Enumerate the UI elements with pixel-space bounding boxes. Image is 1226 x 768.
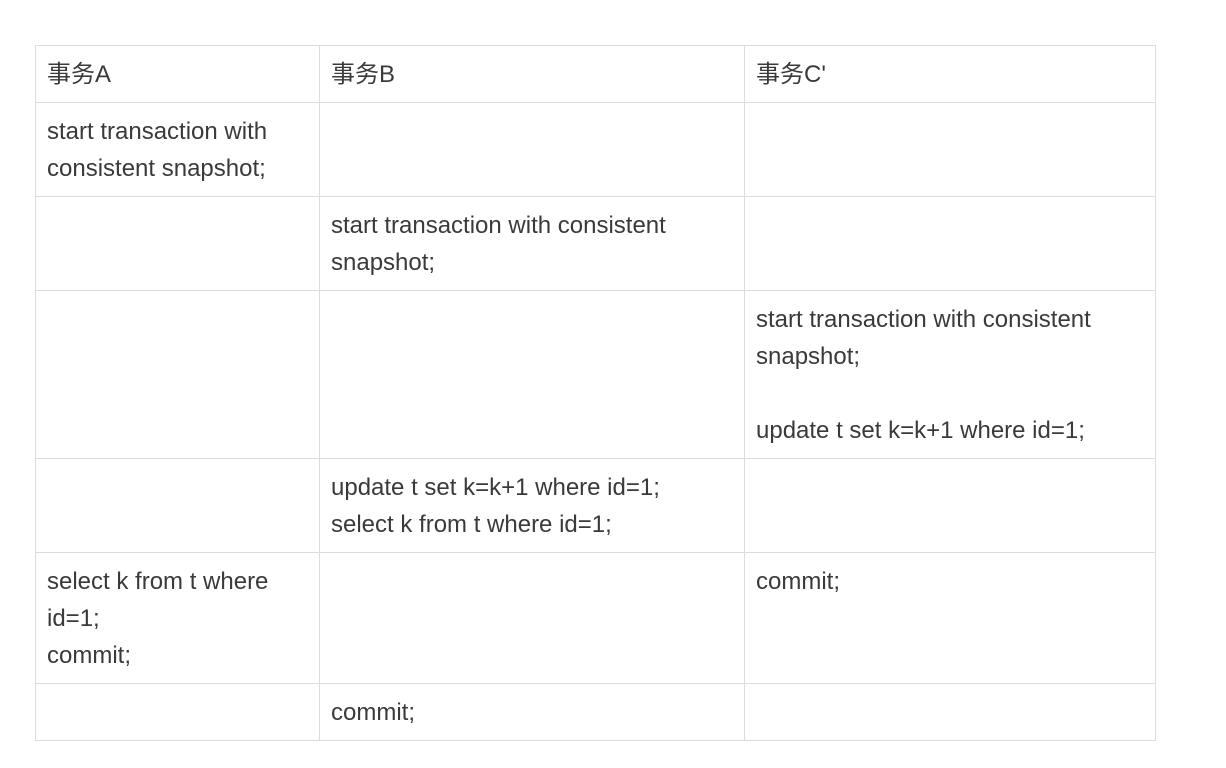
cell-line: update t set k=k+1 where id=1; xyxy=(331,474,660,501)
cell-line: snapshot; xyxy=(331,249,436,276)
cell-blank-line xyxy=(756,375,1144,412)
cell-line: commit; xyxy=(47,642,131,669)
cell-a: select k from t where id=1; commit; xyxy=(35,552,320,684)
cell-b xyxy=(319,102,745,197)
cell-a xyxy=(35,196,320,291)
cell-b: commit; xyxy=(319,683,745,741)
cell-c: start transaction with consistent snapsh… xyxy=(744,290,1156,459)
table-row: start transaction with consistent snapsh… xyxy=(35,290,1156,459)
cell-c xyxy=(744,458,1156,553)
cell-line: commit; xyxy=(331,699,415,726)
header-transaction-b: 事务B xyxy=(319,45,745,103)
cell-line: snapshot; xyxy=(756,343,861,370)
table-row: select k from t where id=1; commit; comm… xyxy=(35,552,1156,684)
header-transaction-a: 事务A xyxy=(35,45,320,103)
cell-line: id=1; xyxy=(47,605,100,632)
cell-line: commit; xyxy=(756,568,840,595)
transaction-table: 事务A 事务B 事务C' start transaction with cons… xyxy=(35,45,1156,741)
table-row: commit; xyxy=(35,683,1156,741)
cell-a xyxy=(35,683,320,741)
table-row: start transaction with consistent snapsh… xyxy=(35,102,1156,197)
cell-c xyxy=(744,196,1156,291)
cell-line: select k from t where id=1; xyxy=(331,511,612,538)
cell-b xyxy=(319,290,745,459)
cell-b xyxy=(319,552,745,684)
cell-c: commit; xyxy=(744,552,1156,684)
header-transaction-c: 事务C' xyxy=(744,45,1156,103)
cell-c xyxy=(744,683,1156,741)
cell-line: start transaction with consistent xyxy=(331,212,666,239)
cell-line: update t set k=k+1 where id=1; xyxy=(756,417,1085,444)
cell-line: consistent snapshot; xyxy=(47,155,266,182)
table-row: update t set k=k+1 where id=1; select k … xyxy=(35,458,1156,553)
cell-a xyxy=(35,458,320,553)
cell-a: start transaction with consistent snapsh… xyxy=(35,102,320,197)
cell-line: start transaction with xyxy=(47,118,268,145)
cell-b: update t set k=k+1 where id=1; select k … xyxy=(319,458,745,553)
header-row: 事务A 事务B 事务C' xyxy=(35,45,1156,103)
table-row: start transaction with consistent snapsh… xyxy=(35,196,1156,291)
cell-c xyxy=(744,102,1156,197)
cell-a xyxy=(35,290,320,459)
cell-line: start transaction with consistent xyxy=(756,306,1091,333)
cell-line: select k from t where xyxy=(47,568,269,595)
cell-b: start transaction with consistent snapsh… xyxy=(319,196,745,291)
